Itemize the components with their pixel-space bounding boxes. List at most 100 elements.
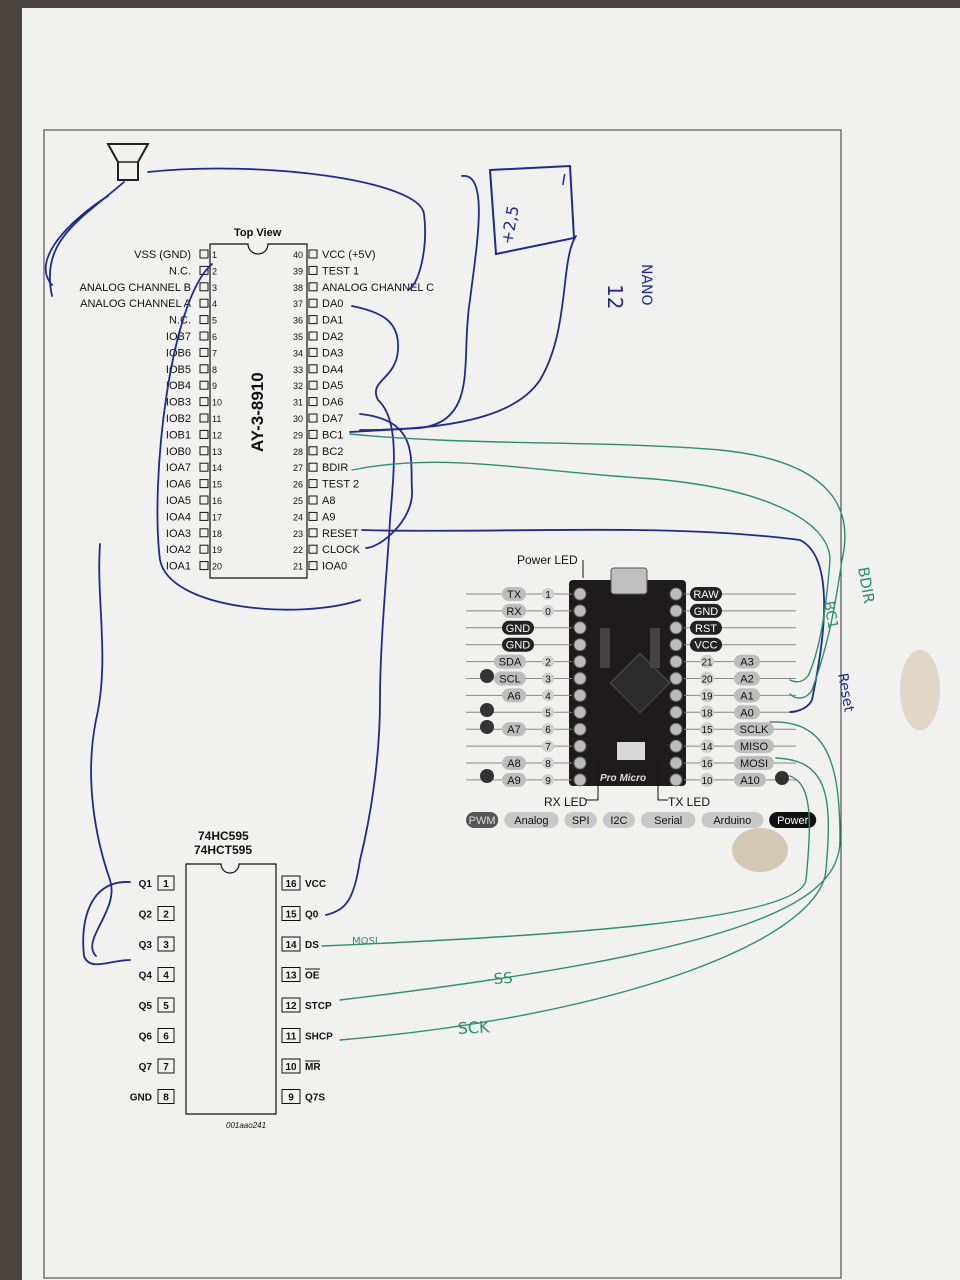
ay-pin-label: ANALOG CHANNEL A (80, 298, 192, 310)
board-hole-right (669, 756, 683, 770)
pin-number: 20 (701, 675, 713, 686)
pin-tag (502, 620, 534, 635)
legend-chip-text: Analog (514, 815, 548, 827)
ay-pin-number: 12 (212, 430, 222, 440)
ay-pin-number: 4 (212, 299, 217, 309)
wire-gnd-loop (156, 263, 361, 611)
board-hole-right (669, 688, 683, 702)
pin-number: 10 (701, 776, 713, 787)
pin-tag (690, 620, 722, 635)
sr-pin-pad (157, 997, 175, 1013)
ay-pin-4: ANALOG CHANNEL A 4 (80, 298, 217, 310)
ay-pin-number: 39 (293, 266, 303, 276)
pm-left-pin-6: 4A6 (466, 688, 572, 703)
ay-pin-pad (199, 282, 209, 292)
pin-number: 19 (701, 691, 713, 702)
board-hole-left (573, 655, 587, 669)
battery-icon: +2,5 − (488, 164, 576, 256)
ay-pin-label: CLOCK (322, 544, 361, 556)
sr-pin-pad (157, 906, 175, 921)
ay-pin-number: 10 (212, 398, 222, 408)
ay-pin-number: 5 (212, 316, 217, 326)
sr-pin-label: Q6 (139, 1032, 153, 1043)
pin-tag (502, 603, 526, 618)
ay-pin-label: DA5 (322, 380, 343, 392)
pin-number: 1 (545, 590, 551, 601)
ay-pin-pad (308, 249, 318, 259)
pin-tag (734, 722, 774, 737)
page-frame (43, 129, 842, 1279)
label-mosi: MOSI (352, 936, 378, 947)
ay-pin-number: 37 (293, 299, 303, 309)
sr-pin-number: 8 (163, 1093, 169, 1104)
sr-pin-label: MR (305, 1062, 321, 1073)
ay-pin-number: 13 (212, 447, 222, 457)
pin-tag-text: GND (694, 606, 719, 618)
battery-label: +2,5 (497, 204, 522, 246)
wire-bdir-a1 (351, 461, 831, 683)
pin-number: 9 (545, 776, 551, 787)
legend-chip-text: I2C (610, 815, 627, 827)
ay-pin-label: IOA1 (166, 561, 191, 573)
sr-pin-pad (281, 1028, 301, 1043)
ay-pin-pad (308, 265, 318, 275)
label-sck: SCK (457, 1017, 490, 1038)
paper-stain (732, 828, 788, 872)
sr-pin-label: DS (305, 940, 319, 951)
board-hole-left (573, 621, 587, 635)
board-hole-left (573, 773, 587, 787)
pin-number-bubble (542, 706, 554, 719)
sr-pin-number: 15 (285, 910, 297, 921)
ay-pin-label: BC1 (322, 429, 343, 441)
sr-pin-number: 13 (285, 971, 297, 982)
component-right (650, 628, 660, 668)
legend-chip-text: PWM (469, 815, 496, 827)
sr-pin-number: 6 (163, 1032, 169, 1043)
sr-pin-label: Q7 (139, 1062, 153, 1073)
mcu-chip (609, 652, 671, 714)
pm-right-pin-3: VCC (684, 637, 796, 652)
pin-tag-text: A7 (507, 724, 520, 736)
pin-tag-text: SCLK (740, 724, 769, 736)
ay-pin-pad (199, 331, 209, 341)
legend-chip-text: SPI (572, 815, 590, 827)
ay-pin-label: IOA7 (166, 462, 191, 474)
pin-tag (734, 654, 760, 669)
pin-tag (502, 772, 526, 787)
sr-chip-body (185, 863, 277, 1115)
ay-pin-number: 19 (212, 545, 222, 555)
label-ss: SS (493, 969, 513, 988)
pin-tag (734, 772, 766, 787)
sr-pin-label: SHCP (305, 1032, 333, 1043)
green-pen-wires (321, 433, 846, 1041)
sr-pin-label: Q2 (139, 910, 153, 921)
sr-pin-number: 3 (163, 940, 169, 951)
ay-pin-label: DA6 (322, 397, 343, 409)
pin-number-bubble (542, 672, 554, 685)
ay-pin-number: 27 (293, 463, 303, 473)
label-bdir: BDIR (854, 566, 878, 605)
sr-pin-label: GND (130, 1093, 152, 1104)
pin-tag-text: MISO (740, 741, 769, 753)
ay-pin-number: 6 (212, 332, 217, 342)
pin-tag (690, 603, 722, 618)
board-hole-left (573, 688, 587, 702)
pm-left-pin-9: 7 (466, 740, 572, 753)
pin-number-bubble (542, 740, 554, 753)
